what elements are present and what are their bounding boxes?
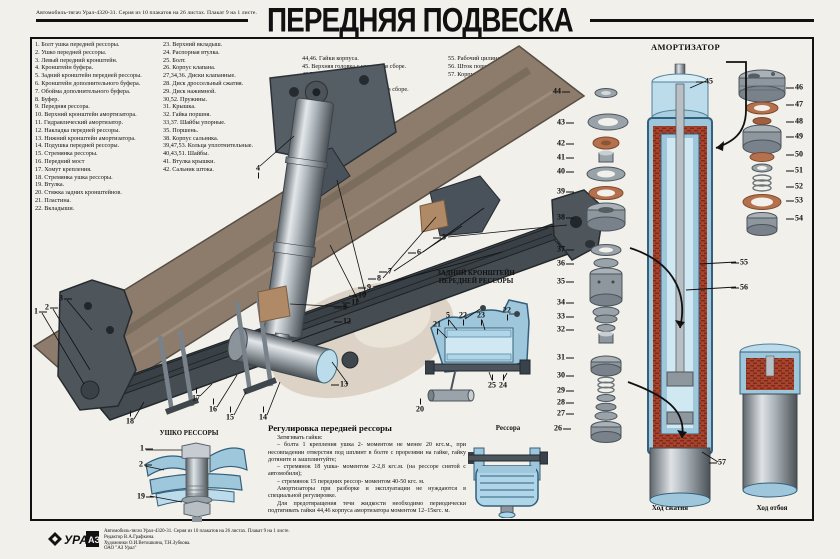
list-item: 2. Ушко передней рессоры. bbox=[35, 48, 107, 56]
shock-absorber-exploded-view bbox=[586, 61, 801, 508]
list-item: 30,52. Пружины. bbox=[163, 95, 208, 103]
list-item: 32. Гайка поршня. bbox=[163, 111, 211, 119]
list-item: 15. Стремянка рессоры. bbox=[35, 150, 98, 158]
list-item: 9. Передняя рессора. bbox=[35, 103, 90, 111]
list-item: 20. Стяжка задних кронштейнов. bbox=[35, 189, 122, 197]
list-item: 3. Левый передний кронштейн. bbox=[35, 56, 118, 64]
list-item: – стремянок 15 передних рессор- моментом… bbox=[277, 478, 425, 485]
list-item: 22. Вкладыши. bbox=[35, 204, 75, 212]
parts-list-col1: 1. Болт ушка передней рессоры.2. Ушко пе… bbox=[35, 41, 163, 213]
list-item: 12. Накладка передней рессоры. bbox=[35, 126, 120, 134]
adjustment-instructions: Регулировка передней рессоры Затягивать … bbox=[268, 423, 466, 515]
list-item: 45. Верхняя головка с кожухом в сборе. bbox=[302, 62, 407, 70]
parts-list-col2: 23. Верхний вкладыш.24. Распорная втулка… bbox=[163, 41, 303, 174]
list-item: 39,47,53. Кольца уплотнительные. bbox=[163, 142, 254, 150]
imprint: Автомобиль-тягач Урал-4320-31. Серия из … bbox=[104, 529, 384, 552]
list-item: 41. Втулка крышки. bbox=[163, 157, 216, 165]
list-item: 27,34,36. Диски клапанные. bbox=[163, 72, 236, 80]
list-item: 21. Пластина. bbox=[35, 196, 71, 204]
leader-lines bbox=[41, 135, 568, 420]
list-item: 35. Поршень. bbox=[163, 126, 199, 134]
list-item: 25. Болт. bbox=[163, 56, 186, 64]
adjustment-paragraphs: Затягивать гайки:– болта 1 крепления ушк… bbox=[268, 435, 466, 515]
eye-leader-lines bbox=[144, 449, 183, 503]
list-item: 42. Сальник штока. bbox=[163, 165, 214, 173]
buffers bbox=[257, 199, 449, 323]
list-item: 16. Передний мост bbox=[35, 157, 85, 165]
imprint-line: Редактор В.А.Графкина. bbox=[104, 534, 155, 540]
rebound-stroke-label: Ход отбоя bbox=[756, 504, 788, 512]
main-suspension-illustration bbox=[32, 45, 605, 421]
compression-stroke-label: Ход сжатия bbox=[651, 504, 689, 512]
list-item: 5. Задний кронштейн передней рессоры. bbox=[35, 72, 142, 80]
exploded-group-piston bbox=[589, 244, 623, 344]
list-item: 38. Корпус сальника. bbox=[163, 134, 219, 142]
cutaway-leader-lines bbox=[685, 80, 737, 463]
list-item: 4. Кронштейн буфера. bbox=[35, 64, 94, 72]
list-item: 29. Диск нажимной. bbox=[163, 87, 216, 95]
list-item: 26. Корпус клапана. bbox=[163, 64, 216, 72]
list-item: 6. Кронштейн дополнительного буфера. bbox=[35, 79, 141, 87]
list-item: 23. Верхний вкладыш. bbox=[163, 41, 223, 48]
spring-eye-label: УШКО РЕССОРЫ bbox=[159, 430, 219, 437]
list-item: 1. Болт ушка передней рессоры. bbox=[35, 41, 120, 48]
spring-eye-detail bbox=[144, 442, 248, 522]
series-caption: Автомобиль-тягач Урал-4320-31. Серия из … bbox=[36, 10, 257, 16]
list-item: 7. Обойма дополнительного буфера. bbox=[35, 87, 131, 95]
rear-bracket-label: ЗАДНИЙ КРОНШТЕЙН ПЕРЕДНЕЙ РЕССОРЫ bbox=[437, 270, 515, 285]
tie-rod bbox=[427, 371, 475, 402]
spring-clamp-detail bbox=[468, 447, 548, 518]
uralaz-logo: УРАЛ АЗ bbox=[48, 531, 100, 547]
list-item: 17. Хомут крепления. bbox=[35, 165, 92, 173]
list-item: Амортизаторы при разборке и эксплуатации… bbox=[268, 486, 466, 500]
list-item: 28. Диск дроссельный сжатия. bbox=[163, 79, 244, 87]
shock-absorber-section-title: АМОРТИЗАТОР bbox=[651, 42, 720, 52]
list-item: 10. Верхний кронштейн амортизатора. bbox=[35, 111, 137, 119]
exploded-group-reservoir-cap bbox=[738, 69, 786, 236]
title-rule-right bbox=[590, 19, 814, 22]
list-item: 13. Нижний кронштейн амортизатора. bbox=[35, 134, 136, 142]
list-item: 19. Втулка. bbox=[35, 181, 65, 189]
list-item: 33,37. Шайбы упорные. bbox=[163, 118, 226, 126]
adjustment-title: Регулировка передней рессоры bbox=[268, 423, 392, 433]
list-item: 14. Подушка передней рессоры. bbox=[35, 142, 120, 150]
list-item: 11. Гидравлический амортизатор. bbox=[35, 118, 124, 126]
exploded-group-valve bbox=[590, 355, 622, 443]
shock-cutaway-rebound bbox=[739, 343, 801, 498]
list-item: – стремянок 18 ушка- моментом 2-2,8 кгс.… bbox=[268, 464, 466, 478]
spring-clamp-label: Рессора bbox=[495, 424, 521, 432]
list-item: – болта 1 крепления ушка 2- моментом не … bbox=[268, 442, 466, 463]
imprint-line: ОАО "АЗ Урал" bbox=[104, 546, 137, 552]
list-item: 18. Стремянка ушка рессоры. bbox=[35, 173, 113, 181]
page-title: ПЕРЕДНЯЯ ПОДВЕСКА bbox=[267, 0, 574, 40]
poster-border bbox=[30, 37, 814, 521]
list-item: 56. Шток поршня. bbox=[448, 62, 496, 70]
list-item: 55. Рабочий цилиндр. bbox=[448, 55, 505, 62]
imprint-line: Автомобиль-тягач Урал-4320-31. Серия из … bbox=[104, 529, 290, 534]
list-item: 24. Распорная втулка. bbox=[163, 48, 220, 56]
shock-cutaway-compression bbox=[647, 63, 713, 508]
list-item: 8. Буфер. bbox=[35, 95, 59, 103]
callout-brackets bbox=[627, 61, 747, 439]
front-bracket bbox=[57, 279, 137, 411]
title-rule-left bbox=[36, 19, 248, 22]
list-item: 31. Крышка. bbox=[163, 103, 196, 111]
list-item: Затягивать гайки: bbox=[277, 435, 323, 441]
list-item: 44,46. Гайки корпуса. bbox=[302, 55, 359, 62]
list-item: 40,43,51. Шайбы. bbox=[163, 150, 209, 158]
imprint-line: Художники О.И.Ветошкина, Т.Н.Зубкова. bbox=[104, 540, 191, 546]
list-item: Для предотвращения течи жидкости необход… bbox=[268, 500, 466, 514]
bracket-leader-lines bbox=[437, 308, 514, 381]
u-bolts bbox=[157, 295, 278, 415]
svg-text:АЗ: АЗ bbox=[88, 535, 100, 545]
exploded-group-seal bbox=[586, 88, 629, 232]
rear-bracket-detail bbox=[425, 299, 531, 402]
